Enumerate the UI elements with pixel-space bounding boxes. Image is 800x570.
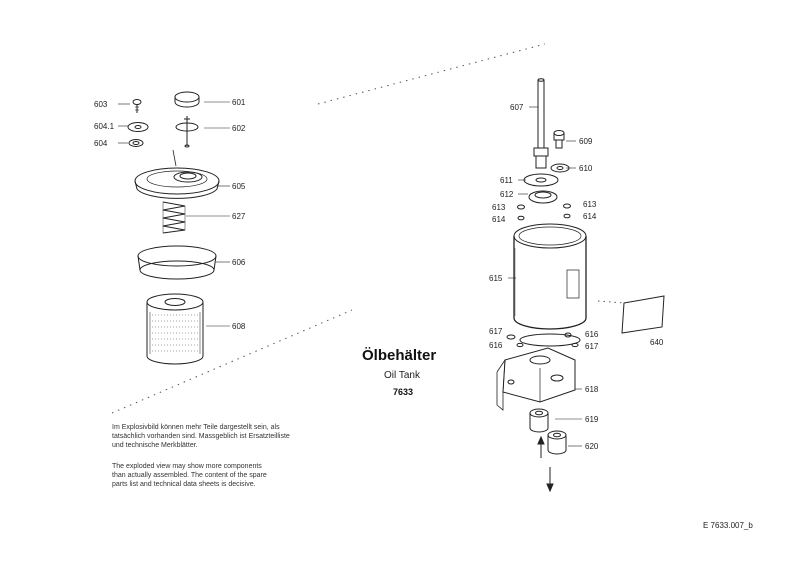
part-label-613-right: 613 — [583, 200, 597, 209]
diagram-code: 7633 — [393, 387, 414, 397]
spacer-619 — [529, 408, 549, 433]
screw-603 — [132, 99, 142, 113]
drawing-reference: E 7633.007_b — [703, 521, 753, 530]
note-german: Im Explosivbild können mehr Teile darges… — [112, 423, 352, 450]
part-label-617-right: 617 — [585, 342, 599, 351]
tank-615 — [513, 223, 587, 330]
label-plate-640 — [621, 295, 665, 334]
up-arrow-icon — [537, 435, 545, 458]
plug-609 — [553, 130, 565, 149]
part-label-609: 609 — [579, 137, 593, 146]
note-line: tatsächlich vorhanden sind. Massgeblich … — [112, 433, 290, 440]
part-label-604: 604 — [94, 139, 108, 148]
spacer-620 — [547, 430, 567, 455]
part-label-617-left: 617 — [489, 327, 503, 336]
lid-605 — [134, 149, 220, 199]
part-label-612: 612 — [500, 190, 514, 199]
part-label-614-left: 614 — [492, 215, 506, 224]
nuts-613-614 — [517, 203, 571, 221]
part-label-615: 615 — [489, 274, 503, 283]
part-label-640: 640 — [650, 338, 664, 347]
note-line: The exploded view may show more componen… — [112, 463, 262, 470]
note-line: parts list and technical data sheets is … — [112, 481, 256, 488]
part-label-610: 610 — [579, 164, 593, 173]
washer-604-1 — [127, 122, 149, 132]
part-label-614-right: 614 — [583, 212, 597, 221]
part-label-607: 607 — [510, 103, 524, 112]
filter-cartridge-608 — [146, 293, 204, 365]
spring-627 — [162, 201, 186, 234]
assembly-guide-line — [597, 300, 626, 304]
diagram-title: Ölbehälter — [362, 347, 437, 364]
part-label-606: 606 — [232, 258, 246, 267]
assembly-guide-line — [111, 309, 353, 414]
note-line: Im Explosivbild können mehr Teile darges… — [112, 424, 280, 431]
band-606 — [137, 245, 217, 280]
part-label-605: 605 — [232, 182, 246, 191]
ring-604 — [128, 139, 144, 147]
cap-601 — [174, 91, 200, 108]
part-label-613-left: 613 — [492, 203, 506, 212]
diagram-subtitle: Oil Tank — [384, 370, 420, 381]
part-label-608: 608 — [232, 322, 246, 331]
part-label-602: 602 — [232, 124, 246, 133]
part-label-616-right: 616 — [585, 330, 599, 339]
spindle-602 — [175, 116, 199, 148]
seals-616-617 — [506, 332, 581, 348]
part-label-611: 611 — [500, 176, 513, 185]
part-label-627: 627 — [232, 212, 246, 221]
down-arrow-icon — [546, 467, 554, 493]
note-line: than actually assembled. The content of … — [112, 472, 267, 479]
part-label-603: 603 — [94, 100, 108, 109]
part-label-618: 618 — [585, 385, 599, 394]
note-line: und technische Merkblätter. — [112, 442, 198, 449]
part-label-616-left: 616 — [489, 341, 503, 350]
part-label-604-1: 604.1 — [94, 122, 115, 131]
washer-610 — [550, 163, 570, 173]
gasket-611 — [523, 173, 559, 187]
part-label-620: 620 — [585, 442, 599, 451]
part-label-619: 619 — [585, 415, 599, 424]
note-english: The exploded view may show more componen… — [112, 462, 352, 489]
flange-612 — [528, 190, 558, 204]
part-label-601: 601 — [232, 98, 246, 107]
assembly-guide-line — [317, 43, 546, 105]
bracket-618 — [496, 347, 576, 411]
dipstick-607 — [533, 78, 549, 169]
